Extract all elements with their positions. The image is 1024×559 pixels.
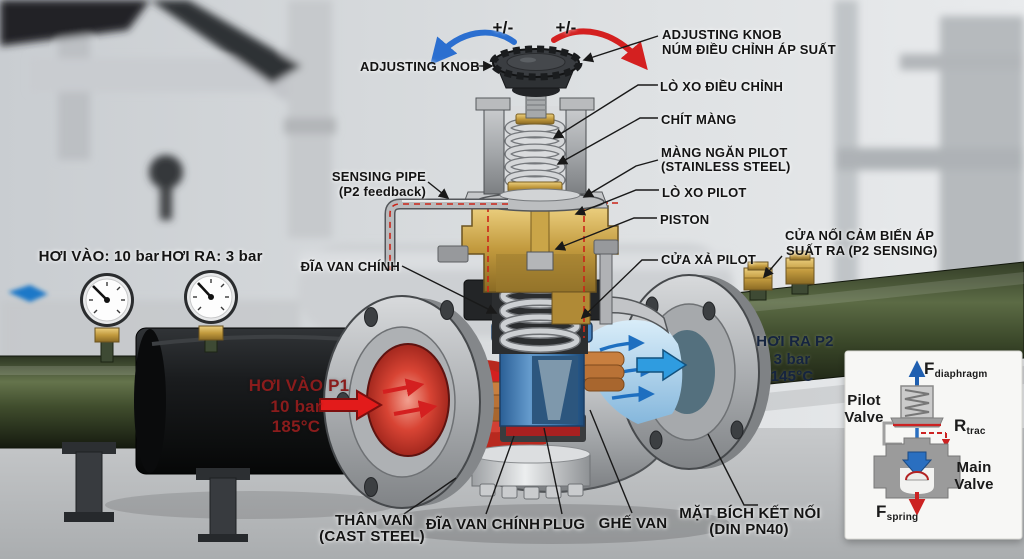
flange-sublabel: (DIN PN40): [709, 521, 789, 538]
outlet-gauge: [184, 270, 238, 353]
plus-minus-left: +/-: [492, 18, 514, 37]
r-trac-label: Rtrac: [954, 416, 986, 437]
background-flow-arrow: [8, 285, 48, 302]
inlet-flow-label-line3: 185°C: [271, 417, 321, 436]
pilot-body: [437, 202, 620, 338]
inlet-flow-label-line1: HƠI VÀO P1: [248, 376, 350, 395]
plus-minus-right: +/-: [555, 18, 577, 37]
diaphragm-cap: [499, 188, 581, 202]
inlet-flow-label-line2: 10 bar: [270, 397, 322, 416]
f-spring-label: Fspring: [876, 502, 919, 523]
adjusting-knob: [489, 45, 583, 119]
pilot-diaphragm-sublabel: (STAINLESS STEEL): [661, 159, 791, 174]
adjust-spring-label: LÒ XO ĐIỀU CHỈNH: [660, 79, 784, 94]
adjusting-knob-label-vi: NÚM ĐIỀU CHỈNH ÁP SUẤT: [662, 42, 836, 57]
p2-sensing-port-label-line2: SUẤT RA (P2 SENSING): [786, 243, 938, 258]
inlet-flow-arrow: [319, 389, 383, 421]
flange-label: MẶT BÍCH KẾT NỐI: [679, 505, 821, 522]
sensing-pipe-label: SENSING PIPE: [331, 169, 426, 184]
r-trac-arrow: [921, 432, 951, 448]
pilot-valve-label-line1: Pilot: [847, 392, 881, 409]
pilot-exhaust-label: CỬA XẢ PILOT: [661, 252, 757, 267]
pilot-valve-label-line2: Valve: [844, 409, 884, 426]
inlet-flange: [323, 295, 494, 509]
p2-sensing-fittings: [743, 250, 815, 301]
seat-label: GHẾ VAN: [598, 515, 668, 532]
main-valve-label-line2: Valve: [954, 476, 994, 493]
body-label: THÂN VAN: [335, 512, 413, 529]
pilot-stem: [530, 209, 550, 255]
f-diaphragm-label: Fdiaphragm: [924, 359, 988, 380]
adjusting-knob-label-en: ADJUSTING KNOB: [662, 27, 782, 42]
pipe-support-left: [62, 442, 116, 522]
main-disc-label-left: ĐĨA VAN CHÍNH: [300, 259, 400, 274]
valve-assembly: [319, 45, 771, 509]
outlet-flow-label-line3: 145°C: [770, 368, 814, 385]
inlet-gauge-label: HƠI VÀO: 10 bar: [38, 248, 160, 265]
adjust-spring: [504, 117, 566, 191]
adjust-spring-housing: [461, 97, 609, 209]
pilot-spring-label: LÒ XO PILOT: [662, 185, 747, 200]
sensing-pipe: [384, 198, 508, 270]
diaphragm-clamp-label: CHÍT MÀNG: [661, 112, 737, 127]
leader-lines: [401, 35, 783, 515]
pilot-diaphragm-label: MÀNG NGĂN PILOT: [661, 145, 788, 160]
adjusting-knob-label-left: ADJUSTING KNOB: [360, 59, 480, 74]
force-diagram-inset: [844, 350, 1023, 540]
piston-part: [526, 251, 554, 271]
p2-sensing-port-label-line1: CỬA NỐI CẢM BIẾN ÁP: [785, 228, 935, 243]
outlet-gauge-label: HƠI RA: 3 bar: [161, 248, 263, 265]
outlet-flow-label-line2: 3 bar: [773, 351, 811, 368]
main-disc-label-bottom: ĐĨA VAN CHÍNH: [425, 516, 541, 533]
sensing-pipe-sublabel: (P2 feedback): [338, 184, 426, 199]
inset-plug: [901, 451, 933, 477]
pipe-support-right: [196, 468, 250, 542]
bonnet-stud: [599, 253, 613, 325]
piston-label: PISTON: [660, 212, 710, 227]
inlet-pipes: [0, 327, 359, 542]
inlet-gauge: [80, 273, 134, 363]
bottom-flange: [471, 444, 591, 500]
knob-rotation-arrows: [430, 28, 648, 71]
body-sublabel: (CAST STEEL): [319, 528, 425, 545]
main-valve-label-line1: Main: [956, 459, 992, 476]
plug-label: PLUG: [542, 516, 586, 533]
outlet-flow-label-line1: HƠI RA P2: [756, 333, 834, 350]
